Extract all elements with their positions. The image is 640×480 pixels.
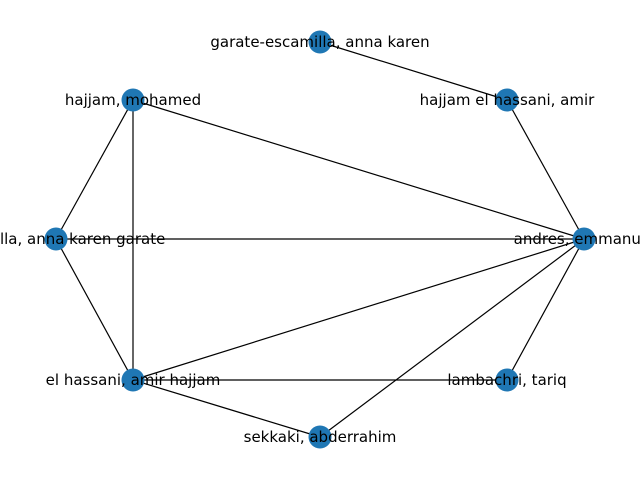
edge-hajjam_m-andres xyxy=(132,99,585,240)
node-escamilla xyxy=(44,227,68,251)
node-andres xyxy=(572,227,596,251)
node-label-el_hassani: el hassani, amir hajjam xyxy=(46,371,221,389)
node-sekkaki xyxy=(308,425,332,449)
edge-layer xyxy=(55,41,585,438)
node-layer xyxy=(44,30,596,449)
edge-garate-hajjam_el xyxy=(319,41,508,101)
node-label-sekkaki: sekkaki, abderrahim xyxy=(244,428,397,446)
node-hajjam_m xyxy=(121,88,145,112)
node-garate xyxy=(308,30,332,54)
edge-escamilla-el_hassani xyxy=(55,238,134,381)
node-lambachri xyxy=(495,368,519,392)
node-label-garate: garate-escamilla, anna karen xyxy=(210,33,429,51)
node-label-escamilla: escamilla, anna karen garate xyxy=(0,230,165,248)
edge-el_hassani-sekkaki xyxy=(132,379,321,438)
node-label-hajjam_el: hajjam el hassani, amir xyxy=(420,91,595,109)
node-el_hassani xyxy=(121,368,145,392)
node-label-hajjam_m: hajjam, mohamed xyxy=(65,91,201,109)
label-layer: garate-escamilla, anna karen hajjam el ha… xyxy=(0,33,640,446)
edge-andres-sekkaki xyxy=(319,238,585,438)
edge-hajjam_m-escamilla xyxy=(55,99,134,240)
edge-andres-el_hassani xyxy=(132,238,585,381)
node-label-lambachri: lambachri, tariq xyxy=(447,371,566,389)
edge-andres-lambachri xyxy=(506,238,585,381)
node-hajjam_el xyxy=(495,88,519,112)
edge-hajjam_el-andres xyxy=(506,99,585,240)
